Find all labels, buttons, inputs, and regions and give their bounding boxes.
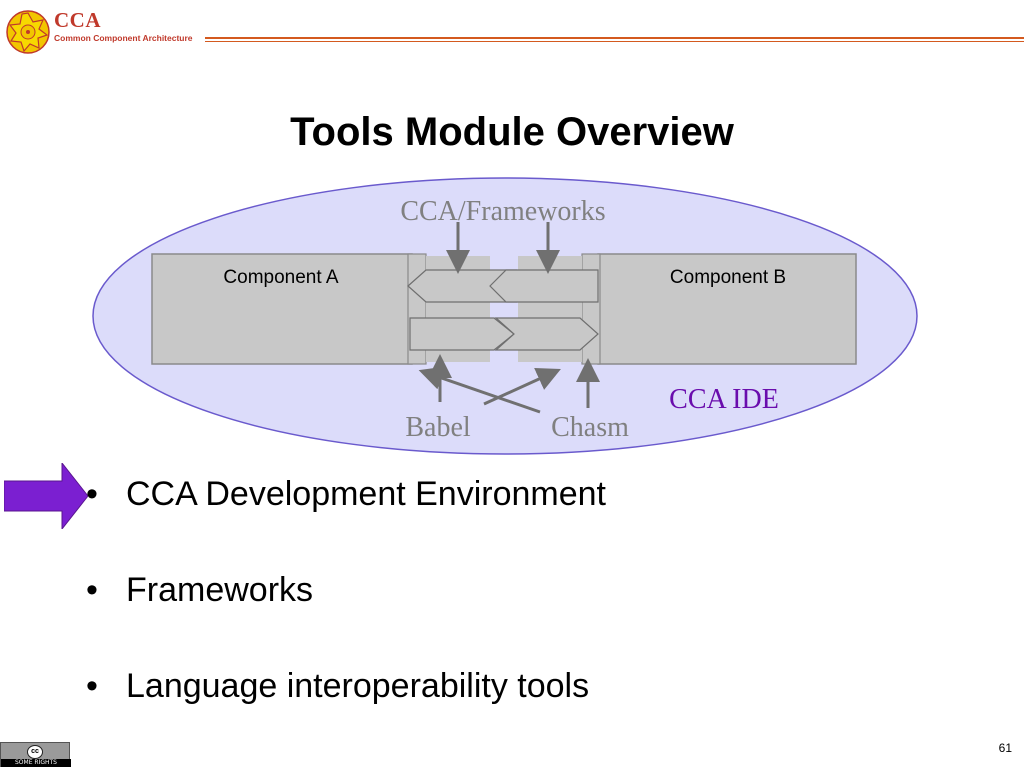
bullet-text: Language interoperability tools xyxy=(126,667,590,705)
bullet-list: • CCA Development Environment • Framewor… xyxy=(86,470,606,758)
bullet-text: Frameworks xyxy=(126,571,314,609)
cca-ide-label: CCA IDE xyxy=(669,384,779,415)
pointer-arrow-icon xyxy=(4,463,88,529)
bullet-text: CCA Development Environment xyxy=(126,475,607,513)
creative-commons-icon: cc xyxy=(27,745,43,759)
babel-label: Babel xyxy=(405,412,471,443)
component-b-label: Component B xyxy=(670,267,786,288)
provides-port-b xyxy=(489,269,599,303)
bullet-marker: • xyxy=(86,667,98,705)
slide-title: Tools Module Overview xyxy=(290,110,734,154)
cca-ide-ellipse xyxy=(92,177,918,455)
license-text: SOME RIGHTS RESERVED xyxy=(1,759,71,774)
bullet-item: • CCA Development Environment xyxy=(86,470,606,566)
cca-logo-icon xyxy=(6,10,50,54)
bullet-item: • Frameworks xyxy=(86,566,606,662)
bullet-marker: • xyxy=(86,571,98,609)
header-rule xyxy=(205,37,1024,43)
component-a-box xyxy=(151,253,413,365)
frameworks-label: CCA/Frameworks xyxy=(400,196,605,227)
creative-commons-badge[interactable]: cc SOME RIGHTS RESERVED xyxy=(0,742,71,774)
bullet-item: • Language interoperability tools xyxy=(86,662,606,758)
babel-arrow-right xyxy=(483,368,561,406)
page-number: 61 xyxy=(998,741,1012,755)
chasm-label: Chasm xyxy=(551,412,629,443)
bullet-marker: • xyxy=(86,475,98,513)
logo-title: CCA xyxy=(54,8,101,32)
component-b-box xyxy=(597,253,857,365)
component-a-label: Component A xyxy=(223,267,338,288)
chasm-arrow-left xyxy=(418,366,541,414)
provides-port-a xyxy=(409,317,515,351)
logo-subtitle: Common Component Architecture xyxy=(54,33,193,43)
uses-port-b xyxy=(494,317,599,351)
